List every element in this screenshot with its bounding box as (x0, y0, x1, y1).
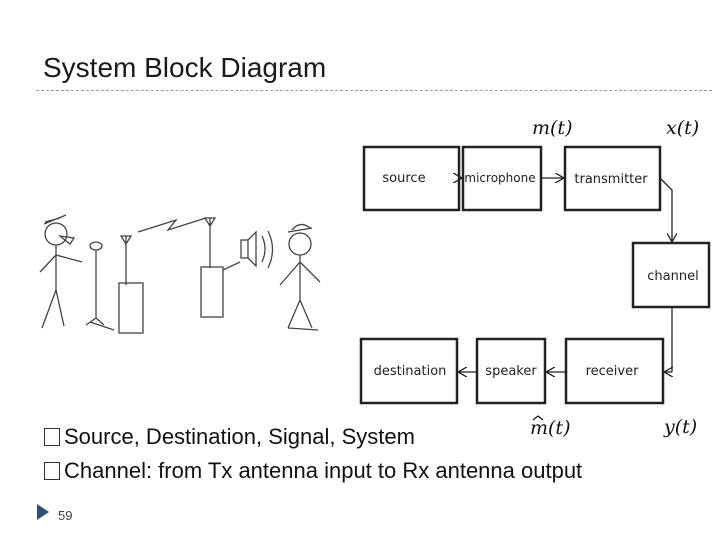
destination-block-label: destination (374, 364, 447, 379)
signal-x-t-label: x(t) (666, 117, 699, 139)
signal-m-t-label: m(t) (532, 117, 572, 139)
source-block-label: source (382, 171, 425, 186)
receiver-antenna-icon (200, 217, 241, 318)
slide-title: System Block Diagram (43, 52, 327, 83)
destination-block (359, 337, 459, 405)
transmitter-antenna-icon (118, 217, 207, 334)
footer-triangle-icon (37, 504, 49, 520)
receiver-block (564, 337, 665, 405)
communication-illustration (39, 214, 321, 334)
title-divider (36, 90, 712, 91)
loudspeaker-icon (240, 230, 274, 269)
bullet-marker-icon (44, 462, 60, 480)
receiver-block-label: receiver (586, 364, 640, 379)
page-number: 59 (58, 508, 73, 523)
slide-footer: 59 (36, 503, 72, 527)
signal-m-hat-t-label: m(t) (530, 417, 570, 439)
channel-block (631, 241, 711, 309)
listener-person-figure (279, 223, 321, 331)
signal-y-t-label: y(t) (663, 416, 697, 438)
bullet-text: Channel: from Tx antenna input to Rx ant… (64, 458, 583, 483)
bullet-item: Source, Destination, Signal, System (44, 420, 582, 454)
bullet-list: Source, Destination, Signal, System Chan… (44, 420, 582, 488)
speaker-block-label: speaker (485, 364, 537, 379)
bullet-item: Channel: from Tx antenna input to Rx ant… (44, 454, 582, 488)
speaker-person-figure (39, 214, 83, 329)
channel-block-label: channel (647, 269, 698, 284)
m-hat-accent-mark (532, 415, 544, 421)
transmitter-block-label: transmitter (574, 172, 648, 187)
bullet-marker-icon (44, 428, 60, 446)
arrow-transmitter-to-channel (659, 177, 672, 242)
microphone-block-label: microphone (464, 171, 535, 185)
bullet-text: Source, Destination, Signal, System (64, 424, 415, 449)
microphone-icon (85, 241, 115, 331)
